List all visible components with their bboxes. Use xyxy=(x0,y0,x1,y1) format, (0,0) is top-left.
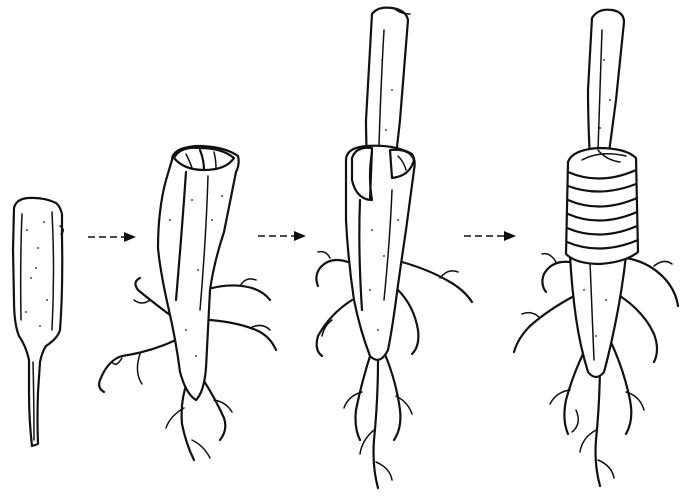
arrow-stage-2-to-3 xyxy=(258,231,306,241)
stage-1-scion xyxy=(13,198,63,446)
stage-2-rootstock xyxy=(99,146,276,460)
arrow-stage-3-to-4 xyxy=(464,231,516,241)
stage-3-graft-insertion xyxy=(316,8,472,488)
stage-4-wrapped-graft xyxy=(514,10,678,486)
arrow-stage-1-to-2 xyxy=(88,232,136,242)
